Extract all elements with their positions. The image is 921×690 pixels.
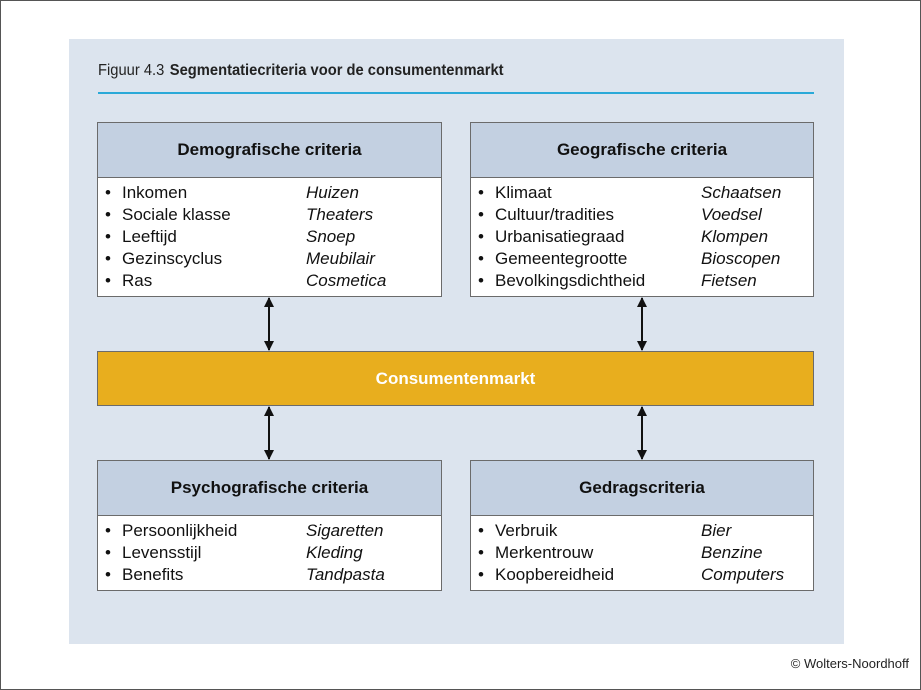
bullet: • bbox=[478, 249, 484, 268]
list-item: • Gemeentegrootte Bioscopen bbox=[471, 248, 813, 270]
list-item: • Inkomen Huizen bbox=[98, 182, 441, 204]
criterion: Leeftijd bbox=[122, 227, 177, 246]
example: Tandpasta bbox=[306, 565, 385, 584]
bullet: • bbox=[105, 227, 111, 246]
box-title: Geografische criteria bbox=[471, 123, 813, 178]
bullet: • bbox=[478, 227, 484, 246]
bullet: • bbox=[105, 543, 111, 562]
example: Bioscopen bbox=[701, 249, 781, 268]
title-divider bbox=[98, 92, 814, 94]
list-item: • Bevolkingsdichtheid Fietsen bbox=[471, 270, 813, 292]
list-item: • Persoonlijkheid Sigaretten bbox=[98, 520, 441, 542]
example: Fietsen bbox=[701, 271, 757, 290]
bullet: • bbox=[105, 183, 111, 202]
list-item: • Cultuur/tradities Voedsel bbox=[471, 204, 813, 226]
copyright-notice: © Wolters-Noordhoff bbox=[790, 656, 909, 671]
criterion: Benefits bbox=[122, 565, 184, 584]
behavioral-criteria-box: Gedragscriteria • Verbruik Bier • Merkentro… bbox=[470, 460, 814, 591]
bullet: • bbox=[105, 249, 111, 268]
box-title: Demografische criteria bbox=[98, 123, 441, 178]
criterion: Ras bbox=[122, 271, 153, 290]
consumer-market-box: Consumentenmarkt bbox=[97, 351, 814, 406]
example: Benzine bbox=[701, 543, 763, 562]
example: Theaters bbox=[306, 205, 374, 224]
example: Computers bbox=[701, 565, 785, 584]
bullet: • bbox=[478, 565, 484, 584]
list-item: • Koopbereidheid Computers bbox=[471, 564, 813, 586]
example: Cosmetica bbox=[306, 271, 387, 290]
figure-number: Figuur 4.3 bbox=[98, 62, 165, 79]
example: Schaatsen bbox=[701, 183, 782, 202]
criterion: Koopbereidheid bbox=[495, 565, 615, 584]
criterion: Verbruik bbox=[495, 521, 558, 540]
box-title: Psychografische criteria bbox=[98, 461, 441, 516]
bullet: • bbox=[478, 183, 484, 202]
criterion: Gemeentegrootte bbox=[495, 249, 628, 268]
criterion: Merkentrouw bbox=[495, 543, 594, 562]
list-item: • Verbruik Bier bbox=[471, 520, 813, 542]
example: Meubilair bbox=[306, 249, 375, 268]
bullet: • bbox=[105, 271, 111, 290]
box-title: Gedragscriteria bbox=[471, 461, 813, 516]
criterion: Urbanisatiegraad bbox=[495, 227, 625, 246]
list-item: • Sociale klasse Theaters bbox=[98, 204, 441, 226]
demographic-criteria-box: Demografische criteria • Inkomen Huizen • S… bbox=[97, 122, 442, 297]
psychographic-criteria-box: Psychografische criteria • Persoonlijkhei… bbox=[97, 460, 442, 591]
bullet: • bbox=[478, 521, 484, 540]
bullet: • bbox=[478, 271, 484, 290]
list-item: • Levensstijl Kleding bbox=[98, 542, 441, 564]
list-item: • Leeftijd Snoep bbox=[98, 226, 441, 248]
list-item: • Ras Cosmetica bbox=[98, 270, 441, 292]
example: Bier bbox=[701, 521, 732, 540]
criterion: Inkomen bbox=[122, 183, 188, 202]
bullet: • bbox=[478, 543, 484, 562]
example: Huizen bbox=[306, 183, 359, 202]
criterion: Klimaat bbox=[495, 183, 552, 202]
list-item: • Gezinscyclus Meubilair bbox=[98, 248, 441, 270]
criterion: Sociale klasse bbox=[122, 205, 231, 224]
list-item: • Merkentrouw Benzine bbox=[471, 542, 813, 564]
criterion: Levensstijl bbox=[122, 543, 202, 562]
criterion: Persoonlijkheid bbox=[122, 521, 238, 540]
bullet: • bbox=[478, 205, 484, 224]
list-item: • Klimaat Schaatsen bbox=[471, 182, 813, 204]
example: Sigaretten bbox=[306, 521, 384, 540]
example: Snoep bbox=[306, 227, 356, 246]
example: Klompen bbox=[701, 227, 769, 246]
list-item: • Urbanisatiegraad Klompen bbox=[471, 226, 813, 248]
criterion: Cultuur/tradities bbox=[495, 205, 615, 224]
list-item: • Benefits Tandpasta bbox=[98, 564, 441, 586]
example: Voedsel bbox=[701, 205, 762, 224]
criterion: Gezinscyclus bbox=[122, 249, 223, 268]
bullet: • bbox=[105, 521, 111, 540]
example: Kleding bbox=[306, 543, 363, 562]
criterion: Bevolkingsdichtheid bbox=[495, 271, 646, 290]
bullet: • bbox=[105, 205, 111, 224]
bullet: • bbox=[105, 565, 111, 584]
figure-title-text: Segmentatiecriteria voor de consumentenm… bbox=[169, 62, 504, 79]
